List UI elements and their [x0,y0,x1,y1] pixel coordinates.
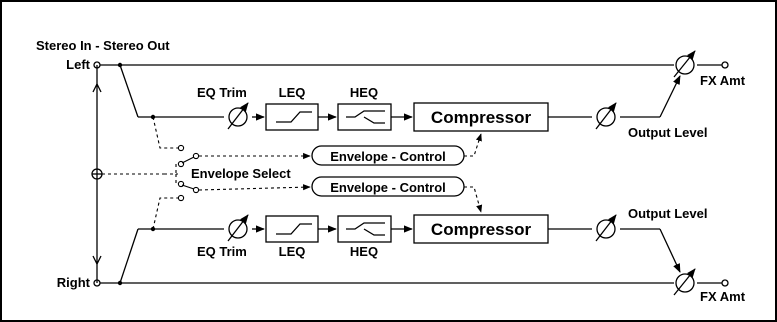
lower-compressor-block [413,214,549,244]
upper-compressor-block [413,102,549,132]
upper-output-level-knob[interactable] [595,102,617,130]
upper-eq-trim-label: EQ Trim [197,85,247,100]
upper-fx-amt-label: FX Amt [700,73,746,88]
upper-leq-label: LEQ [279,85,306,100]
lower-output-level-knob[interactable] [595,214,617,242]
upper-envelope-select-switch[interactable] [177,144,200,168]
right-output-jack [721,279,729,287]
upper-output-level-label: Output Level [628,125,707,140]
upper-eq-trim-knob[interactable] [227,102,249,130]
low-shelf-eq-icon [276,223,312,235]
upper-leq-block [265,103,319,131]
lower-compressor-label: Compressor [431,220,532,239]
right-input-label: Right [57,275,91,290]
high-shelf-eq-icon [346,222,385,236]
upper-fx-amt-knob[interactable] [673,50,696,78]
left-output-jack [721,61,729,69]
envelope-select-label: Envelope Select [191,166,291,181]
lower-fx-amt-label: FX Amt [700,289,746,304]
lower-output-level-label: Output Level [628,206,707,221]
lower-eq-trim-knob[interactable] [227,214,249,242]
upper-compressor-label: Compressor [431,108,532,127]
lower-leq-label: LEQ [279,244,306,259]
upper-envelope-control-label: Envelope - Control [330,149,446,164]
upper-heq-label: HEQ [350,85,378,100]
high-shelf-eq-icon [346,110,385,124]
lower-eq-trim-label: EQ Trim [197,244,247,259]
lower-heq-label: HEQ [350,244,378,259]
lower-envelope-control-label: Envelope - Control [330,180,446,195]
left-input-label: Left [66,57,91,72]
lower-fx-amt-knob[interactable] [673,268,696,296]
low-shelf-eq-icon [276,111,312,123]
lower-leq-block [265,215,319,243]
diagram-title: Stereo In - Stereo Out [36,38,170,53]
lower-envelope-select-switch[interactable] [177,180,200,202]
